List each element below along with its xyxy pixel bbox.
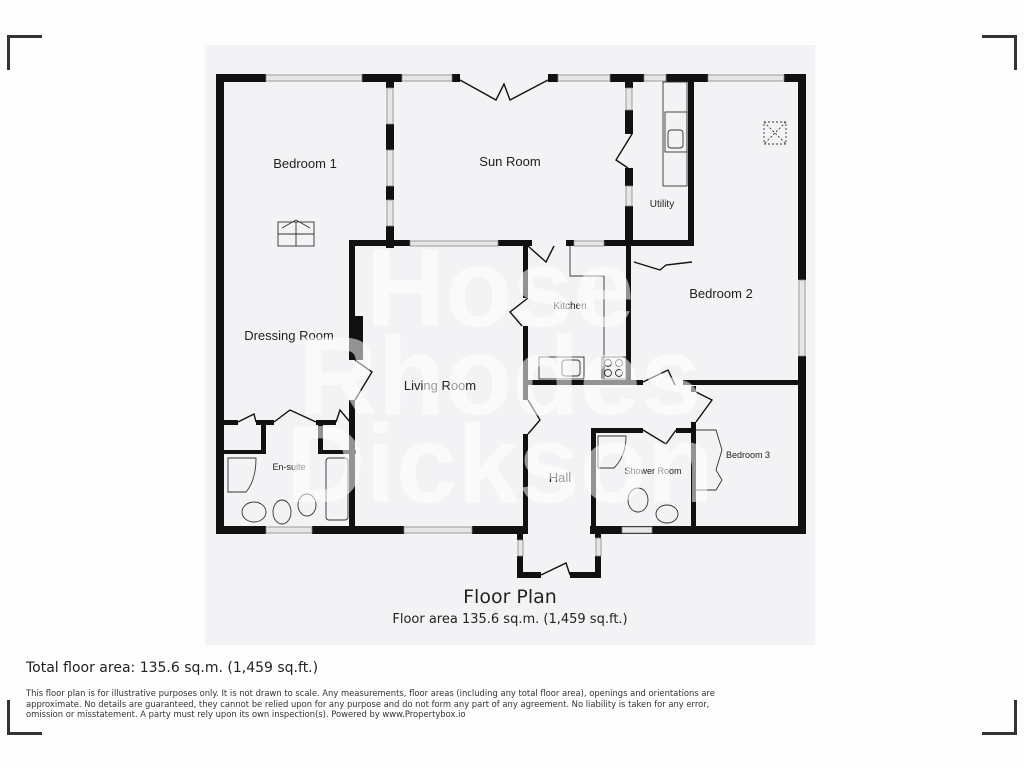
floor-plan-drawing: Bedroom 1 Sun Room Utility Bedroom 2 Kit… — [216, 74, 806, 578]
room-label-bedroom-2: Bedroom 2 — [689, 286, 753, 301]
floor-plan-panel: Bedroom 1 Sun Room Utility Bedroom 2 Kit… — [205, 45, 815, 645]
plan-floor-area: Floor area 135.6 sq.m. (1,459 sq.ft.) — [392, 612, 628, 627]
room-label-living-room: Living Room — [404, 378, 476, 393]
room-label-shower-room: Shower Room — [624, 466, 681, 476]
crop-mark-top-left — [7, 35, 42, 70]
room-label-hall: Hall — [549, 470, 572, 485]
room-label-en-suite: En-suite — [272, 462, 305, 472]
room-label-bedroom-3: Bedroom 3 — [726, 450, 770, 460]
total-floor-area: Total floor area: 135.6 sq.m. (1,459 sq.… — [26, 660, 319, 676]
disclaimer-text: This floor plan is for illustrative purp… — [26, 688, 715, 719]
crop-mark-bottom-right — [982, 700, 1017, 735]
room-label-dressing-room: Dressing Room — [244, 328, 334, 343]
crop-mark-bottom-left — [7, 700, 42, 735]
crop-mark-top-right — [982, 35, 1017, 70]
room-label-sun-room: Sun Room — [479, 154, 540, 169]
room-label-utility: Utility — [650, 199, 674, 210]
room-label-kitchen: Kitchen — [553, 301, 586, 312]
plan-title: Floor Plan — [463, 586, 557, 608]
room-label-bedroom-1: Bedroom 1 — [273, 156, 337, 171]
